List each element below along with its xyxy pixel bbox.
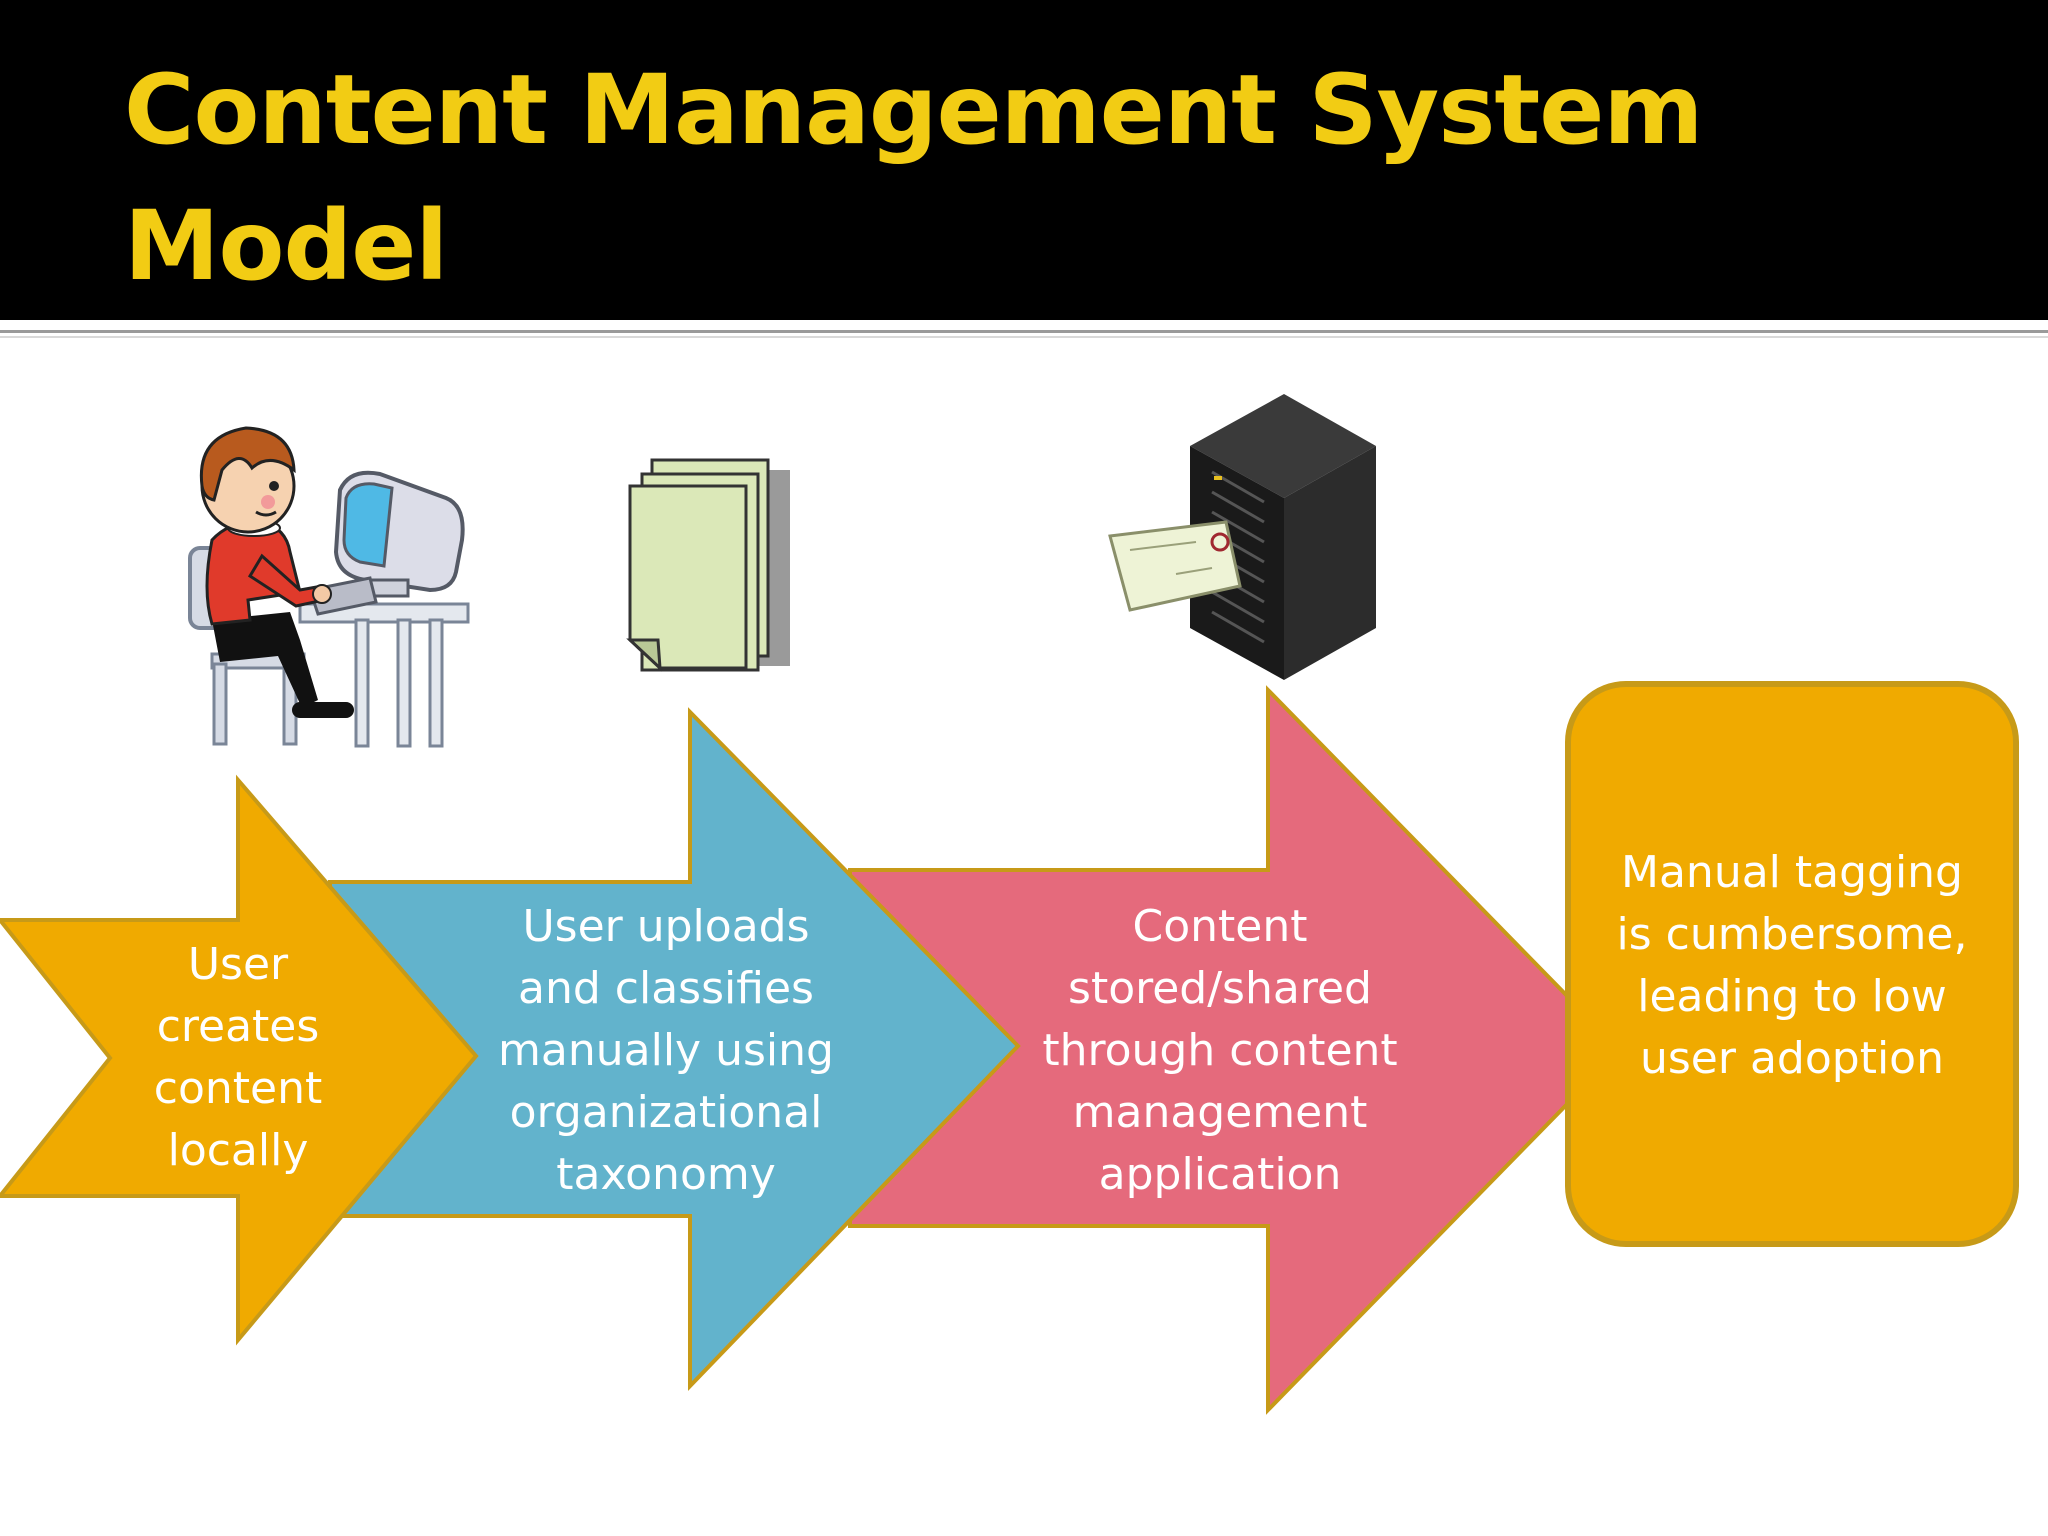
title-divider-shadow [0, 336, 2048, 338]
slide-title: Content Management System Model [124, 42, 1924, 314]
title-line-1: Content Management System [124, 54, 1703, 166]
outcome-box [1565, 681, 2019, 1247]
step-2-text: User uploads and classifies manually usi… [498, 901, 834, 1200]
step-1-arrow [0, 774, 479, 1346]
step-3-arrow [848, 685, 1623, 1415]
step-2-arrow [328, 707, 1021, 1391]
documents-stack-icon [626, 458, 790, 672]
title-line-2: Model [124, 190, 448, 302]
title-bar: Content Management System Model [0, 0, 2048, 320]
step-3-text: Content stored/shared through content ma… [1042, 901, 1398, 1200]
server-with-envelope-icon [1108, 394, 1376, 680]
step-1-text: User creates content locally [153, 939, 323, 1176]
title-divider [0, 330, 2048, 333]
outcome-text: Manual tagging is cumbersome, leading to… [1616, 847, 1968, 1084]
user-at-computer-icon [188, 426, 470, 748]
